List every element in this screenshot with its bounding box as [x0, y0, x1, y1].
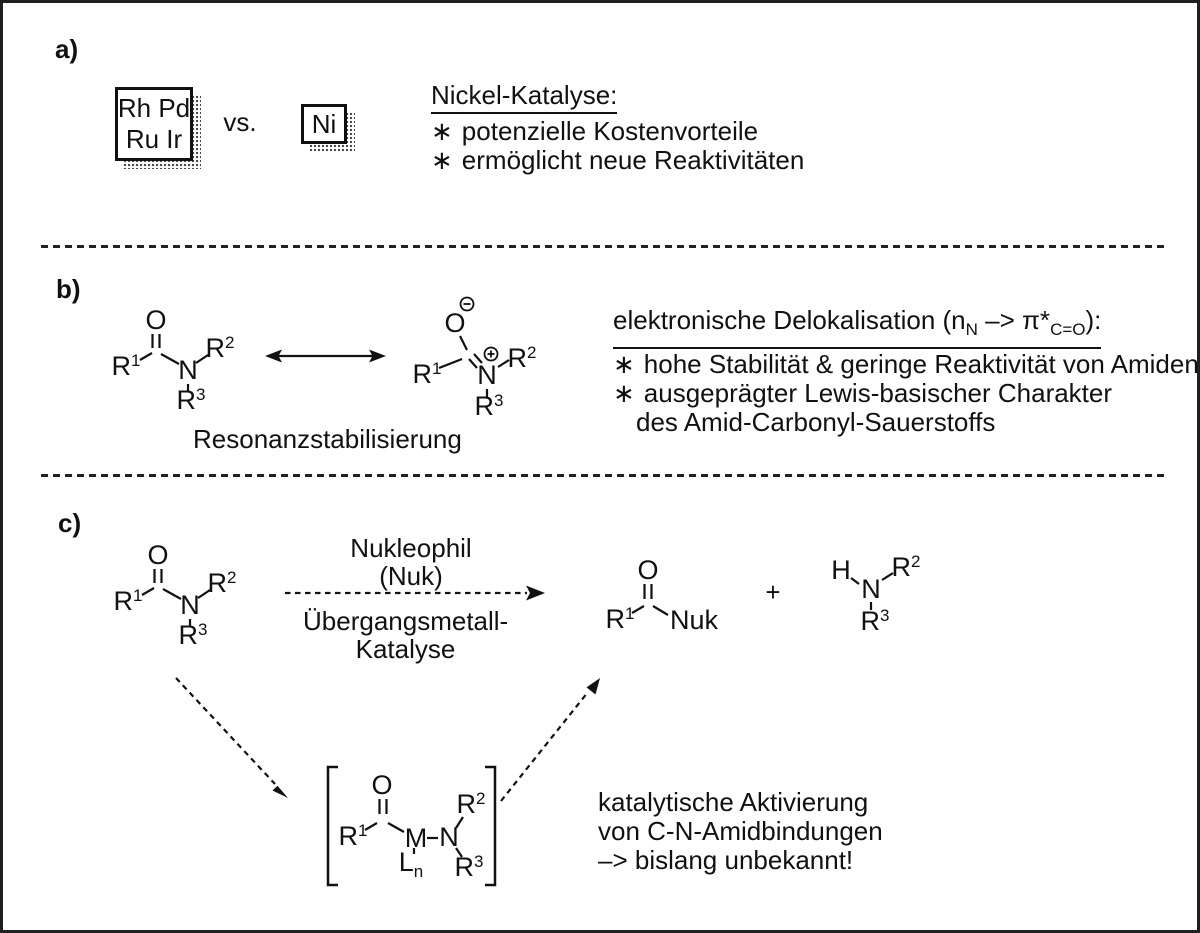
left-bracket	[326, 765, 338, 887]
bullet-item: ∗ ausgeprägter Lewis-basischer Charakter	[613, 378, 1197, 408]
note-line: katalytische Aktivierung	[598, 787, 869, 817]
nuk-label: (Nuk)	[379, 561, 443, 591]
nickel-label: Ni	[311, 109, 337, 139]
group-r3: R3	[177, 385, 206, 415]
group-r3: R3	[475, 391, 504, 421]
right-bracket	[485, 765, 497, 887]
amine-product: H N R2 R3	[831, 552, 920, 636]
group-r1: R1	[606, 604, 635, 634]
header-text: –> π*	[977, 305, 1051, 335]
uebergangsmetall-label: Übergangsmetall-	[303, 606, 509, 636]
resonance-structure: O R1 N R2 R3	[413, 296, 537, 421]
group-r2: R2	[457, 789, 486, 819]
header-text: ):	[1085, 305, 1102, 335]
bullet-item: ∗ hohe Stabilität & geringe Reaktivität …	[613, 349, 1199, 379]
amide-structure-b: O R1 N R2 R3	[112, 305, 235, 415]
precious-metals-box: Rh Pd Ru Ir	[115, 87, 201, 169]
group-r1: R1	[114, 586, 143, 616]
minus-charge-icon	[459, 296, 475, 312]
from-intermediate-arrow-icon	[500, 678, 600, 802]
to-intermediate-arrow-icon	[175, 677, 288, 798]
group-r3: R3	[861, 606, 890, 636]
katalyse-label: Katalyse	[355, 634, 456, 664]
nickel-box: Ni	[301, 104, 355, 152]
group-r1: R1	[413, 359, 442, 389]
asterisk-bullet-icon: ∗	[431, 145, 453, 175]
bullet-text: des Amid-Carbonyl-Sauerstoffs	[636, 407, 996, 437]
header-subscript: N	[965, 320, 978, 339]
atom-o: O	[145, 305, 166, 335]
atom-o: O	[147, 540, 168, 570]
group-r1: R1	[339, 821, 368, 851]
bonds	[139, 334, 209, 392]
nukleophil-label: Nukleophil	[350, 533, 472, 563]
delocalisation-header: elektronische Delokalisation (nN –> π*C=…	[613, 305, 1102, 349]
bullet-item: ∗ ermöglicht neue Reaktivitäten	[431, 146, 804, 175]
bullet-item-continued: des Amid-Carbonyl-Sauerstoffs	[636, 407, 1197, 437]
group-nuk: Nuk	[670, 605, 719, 635]
metal-amide-intermediate: O R1 M N R2 R3 Ln	[326, 765, 497, 887]
header-text: elektronische Delokalisation (n	[613, 305, 966, 335]
header-subscript: C=O	[1050, 320, 1086, 339]
section-b-label: b)	[56, 274, 81, 304]
atom-h: H	[831, 555, 851, 585]
bonds	[850, 572, 894, 610]
atom-o: O	[637, 555, 658, 585]
reaction-arrow-top-label: Nukleophil (Nuk)	[321, 534, 501, 590]
bullet-text: ausgeprägter Lewis-basischer Charakter	[643, 378, 1113, 408]
resonance-caption: Resonanzstabilisierung	[193, 424, 462, 454]
delocalisation-bullets: ∗ hohe Stabilität & geringe Reaktivität …	[613, 349, 1199, 437]
section-c-label: c)	[58, 508, 82, 538]
asterisk-bullet-icon: ∗	[613, 378, 635, 408]
note-line: –> bislang unbekannt!	[598, 845, 854, 875]
bonds	[141, 569, 211, 627]
nickel-katalyse-bullets: ∗ potenzielle Kostenvorteile ∗ ermöglich…	[431, 117, 804, 175]
section-divider	[41, 245, 1166, 248]
atom-n: N	[180, 590, 200, 620]
group-r2: R2	[508, 343, 537, 373]
acyl-nuk-product: O R1 Nuk	[606, 555, 719, 635]
atom-n: N	[439, 822, 459, 852]
ligand-ln: Ln	[399, 847, 424, 881]
group-r2: R2	[206, 333, 235, 363]
nickel-katalyse-header: Nickel-Katalyse:	[431, 81, 618, 114]
asterisk-bullet-icon: ∗	[613, 349, 635, 379]
group-r2: R2	[208, 568, 237, 598]
atom-n: N	[861, 574, 881, 604]
section-divider	[41, 474, 1166, 477]
vs-label: vs.	[223, 107, 257, 137]
bonds	[438, 335, 510, 397]
activation-note: katalytische Aktivierung von C-N-Amidbin…	[598, 787, 883, 875]
plus-charge-icon	[483, 346, 499, 362]
bonds	[364, 799, 464, 858]
atom-o: O	[444, 308, 465, 338]
group-r3: R3	[179, 620, 208, 650]
reaction-arrow-icon	[285, 585, 545, 601]
group-r3: R3	[455, 852, 484, 882]
bullet-text: potenzielle Kostenvorteile	[461, 116, 759, 146]
atom-o: O	[371, 770, 392, 800]
section-a-label: a)	[55, 34, 79, 64]
structures-layer: O R1 N R2 R3	[112, 296, 920, 887]
bullet-text: hohe Stabilität & geringe Reaktivität vo…	[643, 349, 1199, 379]
precious-metals-line1: Rh Pd	[117, 93, 191, 123]
atom-n: N	[178, 355, 198, 385]
reaction-arrow-bottom-label: Übergangsmetall- Katalyse	[303, 607, 508, 663]
group-r2: R2	[892, 552, 921, 582]
bullet-item: ∗ potenzielle Kostenvorteile	[431, 117, 804, 146]
atom-m: M	[405, 823, 428, 853]
precious-metals-line2: Ru Ir	[125, 124, 183, 154]
bonds	[631, 584, 669, 616]
amide-structure-c: O R1 N R2 R3	[114, 540, 237, 650]
asterisk-bullet-icon: ∗	[431, 116, 453, 146]
resonance-arrow-icon	[265, 349, 386, 363]
group-r1: R1	[112, 351, 141, 381]
plus-sign: +	[765, 577, 781, 607]
bullet-text: ermöglicht neue Reaktivitäten	[461, 145, 805, 175]
note-line: von C-N-Amidbindungen	[598, 816, 883, 846]
atom-n: N	[477, 360, 497, 390]
